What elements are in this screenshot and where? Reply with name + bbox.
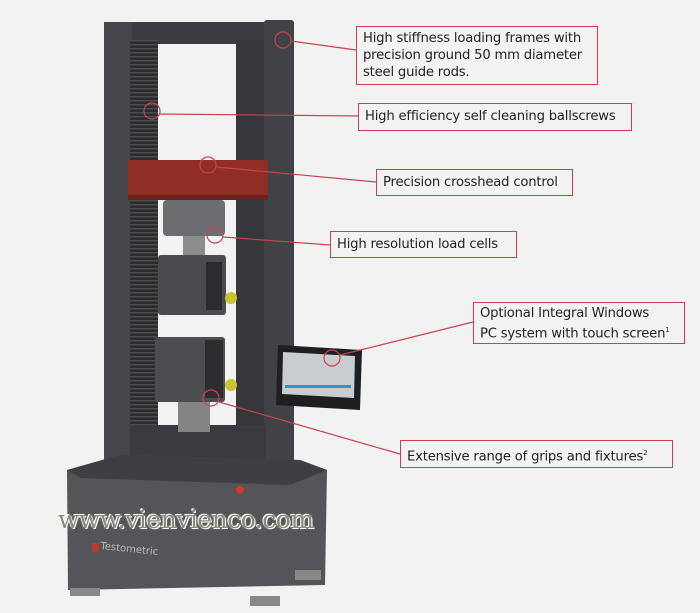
crosshead: [128, 160, 268, 200]
callout-ballscrews: High efficiency self cleaning ballscrews: [358, 103, 632, 131]
callout-load-cells: High resolution load cells: [330, 231, 517, 258]
callout-line: High stiffness loading frames with: [363, 31, 582, 46]
callout-text: Precision crosshead control: [383, 175, 558, 190]
loading-frame: [104, 20, 294, 475]
callout-grips: Extensive range of grips and fixtures2: [400, 440, 673, 468]
callout-loading-frames: High stiffness loading frames with preci…: [356, 26, 598, 85]
callout-line: precision ground 50 mm diameter: [363, 48, 582, 63]
touch-screen: [276, 345, 362, 410]
callout-text: High resolution load cells: [337, 237, 498, 252]
callout-line: Optional Integral Windows: [480, 306, 650, 321]
upper-grip: [158, 255, 237, 315]
callout-line: PC system with touch screen: [480, 326, 666, 342]
callout-crosshead: Precision crosshead control: [376, 169, 573, 196]
machine-base: [67, 455, 327, 606]
watermark: www.vienvienco.com: [58, 505, 314, 534]
load-cell: [163, 200, 225, 256]
callout-text: Extensive range of grips and fixtures: [407, 449, 644, 465]
leader-lines: [143, 31, 474, 455]
callout-line: steel guide rods.: [363, 65, 470, 80]
lower-grip: [155, 337, 237, 432]
callout-pc-system: Optional Integral Windows PC system with…: [473, 302, 685, 344]
callout-text: High efficiency self cleaning ballscrews: [365, 109, 616, 124]
footnote-marker: 1: [665, 326, 670, 334]
footnote-marker: 2: [643, 449, 648, 457]
